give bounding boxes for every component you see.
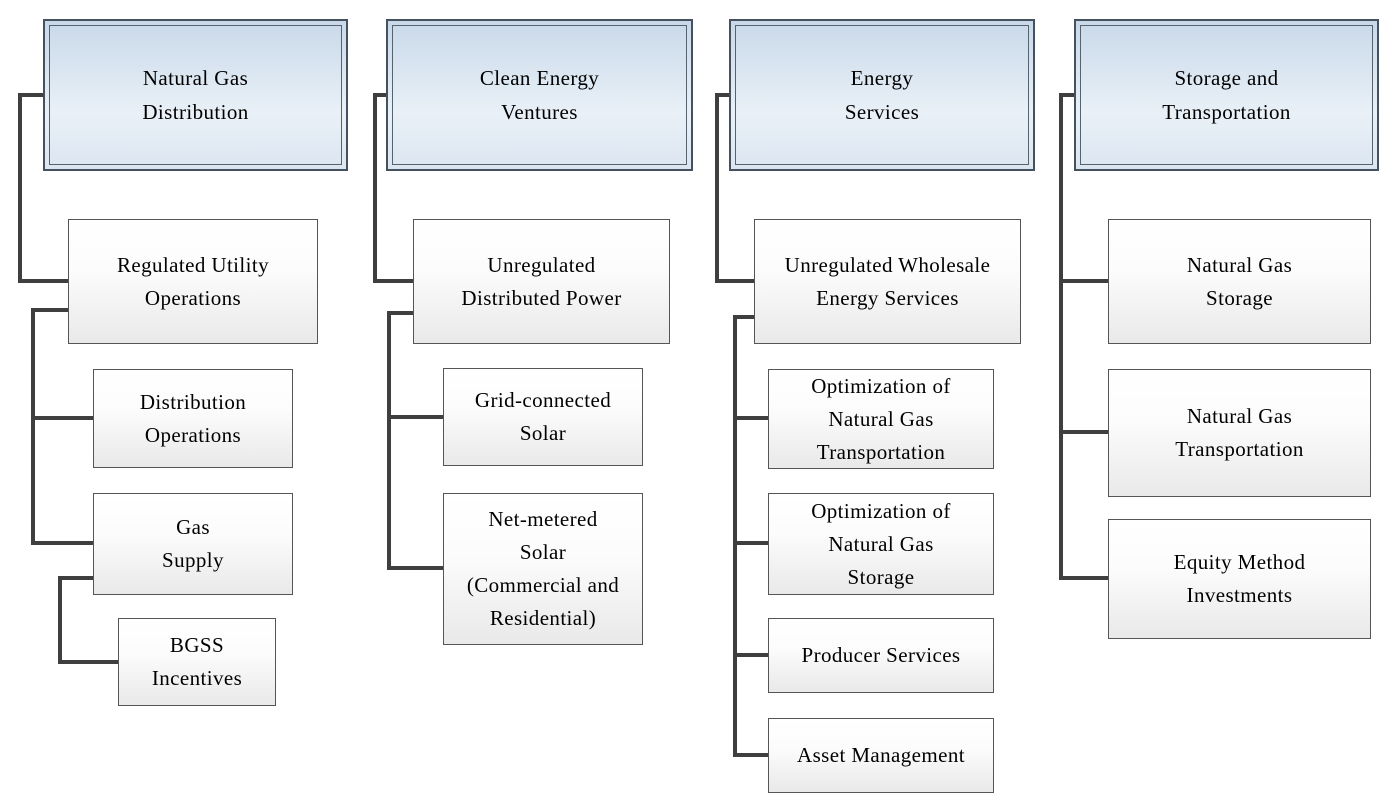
header-clean-energy-ventures: Clean Energy Ventures xyxy=(386,19,693,171)
connector xyxy=(715,93,756,283)
node-distribution-operations-label: Distribution Operations xyxy=(139,389,247,447)
header-storage-and-transportation: Storage and Transportation xyxy=(1074,19,1379,171)
node-natural-gas-storage: Natural Gas Storage xyxy=(1108,219,1371,344)
node-net-metered-solar: Net-metered Solar (Commercial and Reside… xyxy=(443,493,643,645)
connector xyxy=(1059,93,1110,580)
header-natural-gas-distribution-label: Natural Gas Distribution xyxy=(142,66,249,124)
header-natural-gas-distribution: Natural Gas Distribution xyxy=(43,19,348,171)
node-grid-connected-solar: Grid-connected Solar xyxy=(443,368,643,466)
node-net-metered-solar-label: Net-metered Solar (Commercial and Reside… xyxy=(466,507,620,630)
node-gas-supply-label: Gas Supply xyxy=(162,515,224,572)
node-optimization-natural-gas-transportation: Optimization of Natural Gas Transportati… xyxy=(768,369,994,469)
node-asset-management-label: Asset Management xyxy=(797,743,965,767)
header-storage-and-transportation-label: Storage and Transportation xyxy=(1162,66,1291,124)
connector xyxy=(373,93,415,283)
node-natural-gas-storage-label: Natural Gas Storage xyxy=(1186,252,1293,310)
node-gas-supply: Gas Supply xyxy=(93,493,293,595)
node-bgss-incentives: BGSS Incentives xyxy=(118,618,276,706)
node-bgss-incentives-label: BGSS Incentives xyxy=(151,633,243,690)
node-regulated-utility-operations: Regulated Utility Operations xyxy=(68,219,318,344)
node-unregulated-distributed-power: Unregulated Distributed Power xyxy=(413,219,670,344)
connector xyxy=(58,576,120,664)
node-grid-connected-solar-label: Grid-connected Solar xyxy=(474,388,612,445)
node-producer-services: Producer Services xyxy=(768,618,994,693)
node-unregulated-wholesale-energy-services: Unregulated Wholesale Energy Services xyxy=(754,219,1021,344)
node-optimization-natural-gas-storage-label: Optimization of Natural Gas Storage xyxy=(811,498,951,589)
connector xyxy=(31,308,95,545)
node-producer-services-label: Producer Services xyxy=(801,643,961,667)
node-natural-gas-transportation-label: Natural Gas Transportation xyxy=(1175,404,1304,461)
header-clean-energy-ventures-label: Clean Energy Ventures xyxy=(479,66,600,124)
node-unregulated-distributed-power-label: Unregulated Distributed Power xyxy=(461,252,622,310)
node-optimization-natural-gas-storage: Optimization of Natural Gas Storage xyxy=(768,493,994,595)
node-natural-gas-transportation: Natural Gas Transportation xyxy=(1108,369,1371,497)
header-energy-services-label: Energy Services xyxy=(844,66,920,124)
node-distribution-operations: Distribution Operations xyxy=(93,369,293,468)
header-energy-services: Energy Services xyxy=(729,19,1035,171)
connector xyxy=(387,311,445,570)
node-asset-management: Asset Management xyxy=(768,718,994,793)
connector xyxy=(733,315,770,757)
node-equity-method-investments: Equity Method Investments xyxy=(1108,519,1371,639)
node-optimization-natural-gas-transportation-label: Optimization of Natural Gas Transportati… xyxy=(811,373,951,464)
node-regulated-utility-operations-label: Regulated Utility Operations xyxy=(116,252,270,310)
node-equity-method-investments-label: Equity Method Investments xyxy=(1173,550,1306,607)
connector xyxy=(18,93,70,283)
node-unregulated-wholesale-energy-services-label: Unregulated Wholesale Energy Services xyxy=(784,252,991,310)
